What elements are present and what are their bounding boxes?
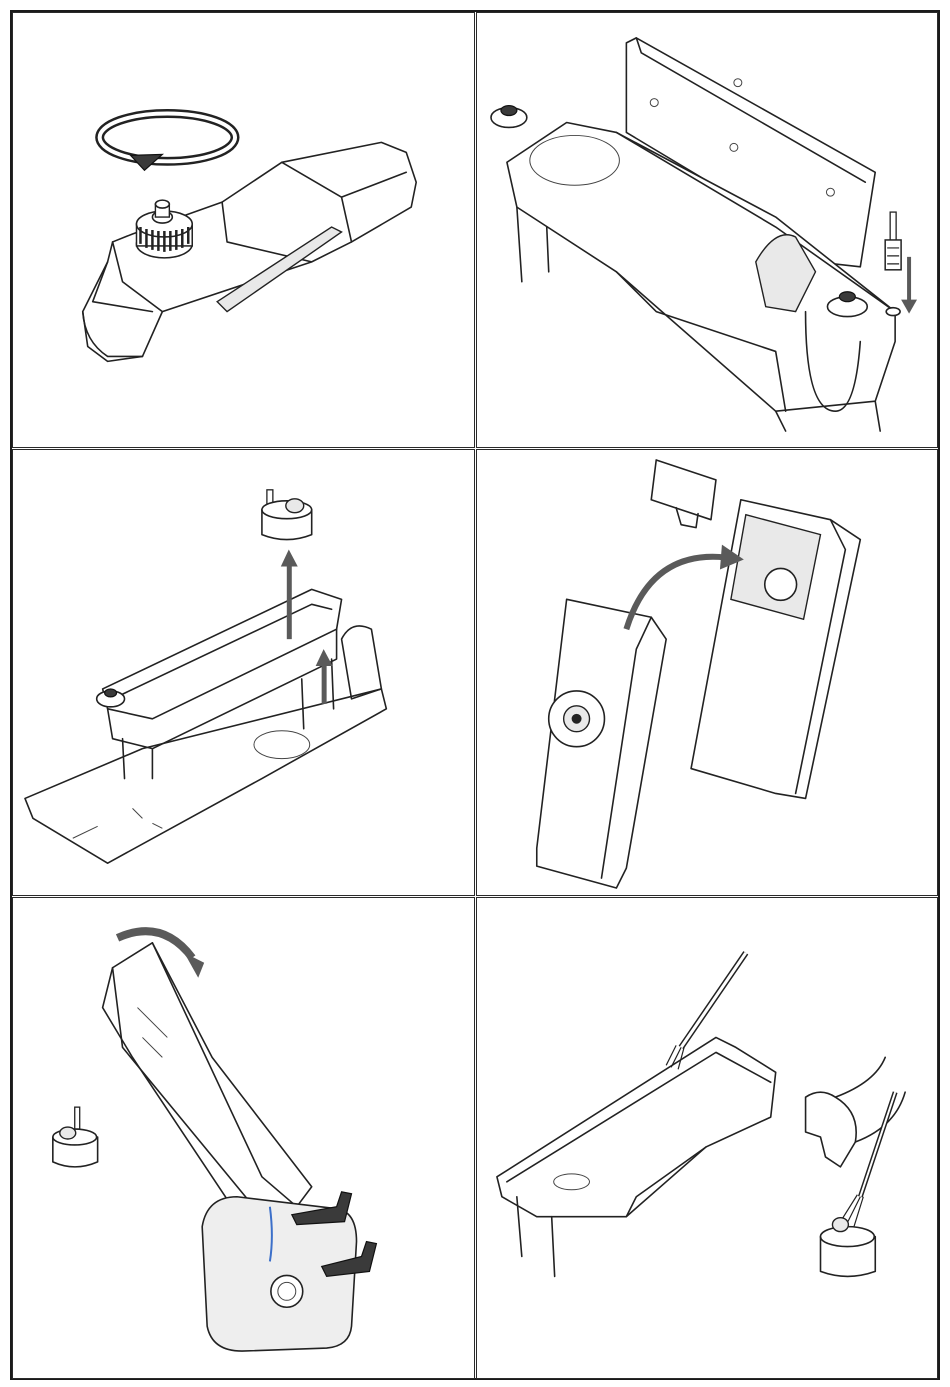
panel-brush-clean — [476, 897, 938, 1379]
panel-lift-parts — [12, 449, 475, 896]
brush-clean-icon — [477, 898, 937, 1378]
panel-empty-tank — [12, 897, 475, 1379]
rotate-cap-icon — [13, 13, 474, 447]
insert-pin-icon — [477, 13, 937, 447]
remove-panel-icon — [477, 450, 937, 895]
panel-insert-pin — [476, 12, 938, 448]
panel-rotate-cap — [12, 12, 475, 448]
lift-parts-icon — [13, 450, 474, 895]
panel-remove-panel — [476, 449, 938, 896]
empty-tank-icon — [13, 898, 474, 1378]
